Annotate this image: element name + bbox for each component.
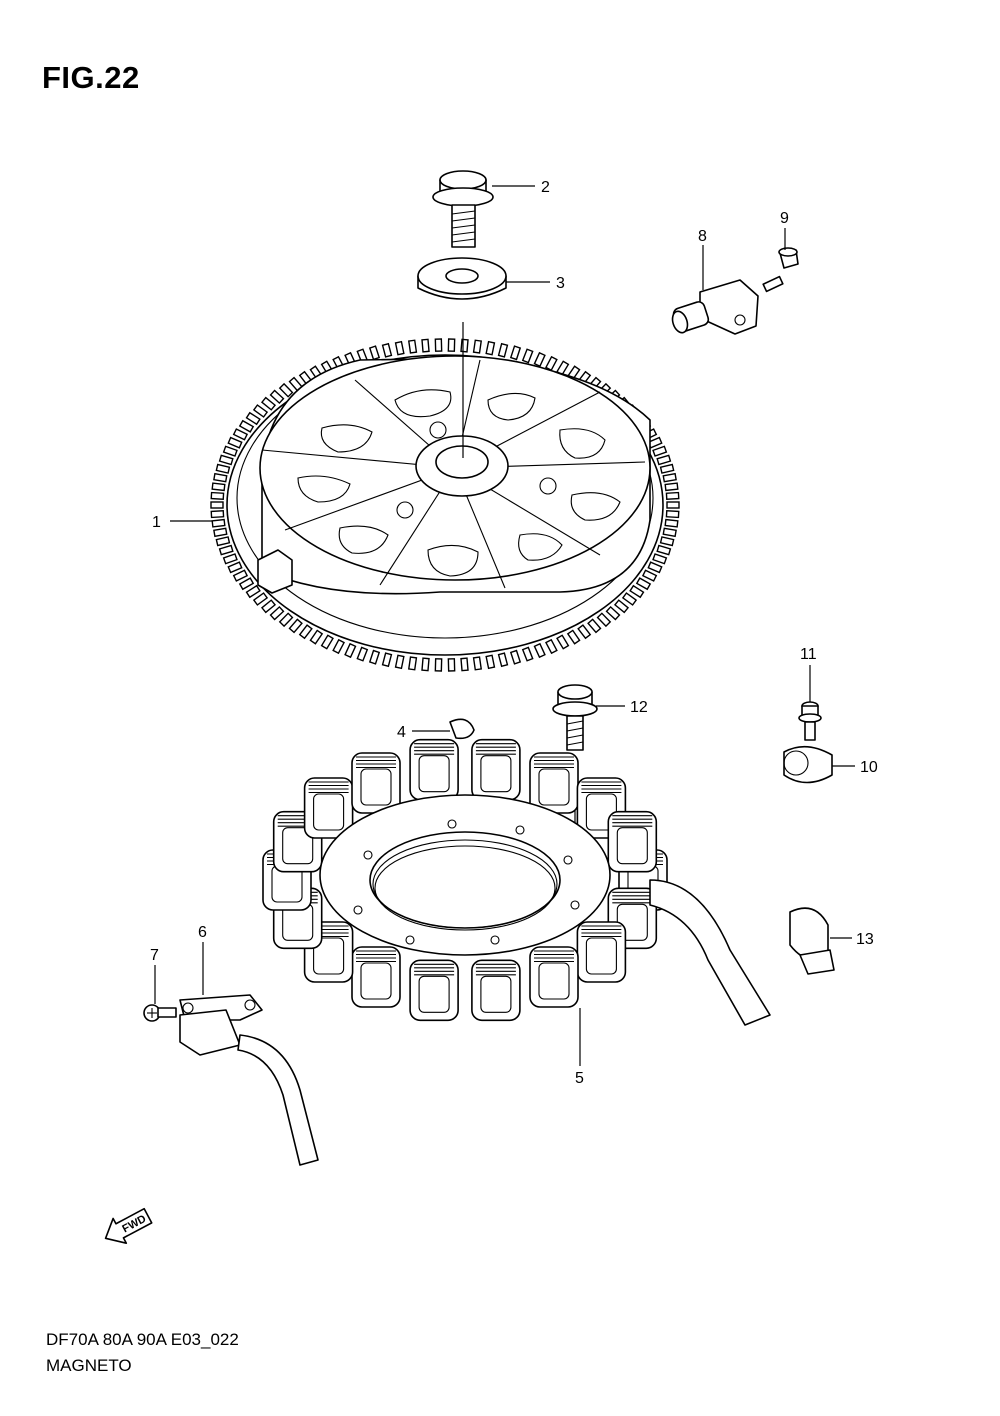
clamp-part — [783, 745, 833, 784]
model-code: DF70A 80A 90A E03_022 — [46, 1330, 239, 1349]
callout-12: 12 — [630, 699, 648, 716]
callout-5: 5 — [575, 1070, 584, 1087]
leader-lines — [154, 185, 855, 1066]
callout-3: 3 — [556, 275, 565, 292]
flywheel-part — [210, 338, 680, 672]
pulser-coil-part — [179, 994, 319, 1166]
stator-coil-windings — [262, 738, 668, 1022]
woodruff-key-part — [449, 718, 475, 740]
callout-6: 6 — [198, 924, 207, 941]
position-sensor-part — [671, 279, 759, 335]
callout-8: 8 — [698, 228, 707, 245]
fwd-direction-badge: FWD — [104, 1207, 153, 1244]
callout-11: 11 — [800, 646, 817, 663]
sensor-screw-part — [762, 247, 799, 293]
callout-13: 13 — [856, 931, 874, 948]
washer-part — [417, 257, 507, 300]
callout-1: 1 — [152, 514, 161, 531]
callout-2: 2 — [541, 179, 550, 196]
figure-title: FIG.22 — [42, 60, 140, 95]
stator-bolt-part — [552, 684, 598, 751]
section-name: MAGNETO — [46, 1356, 132, 1375]
clamp-bolt-part — [798, 701, 822, 741]
callout-7: 7 — [150, 947, 159, 964]
pulser-screw-part — [143, 1004, 177, 1022]
callout-9: 9 — [780, 210, 789, 227]
harness-clamp-part — [789, 907, 835, 975]
stator-coil-part — [262, 738, 771, 1026]
callout-4: 4 — [397, 724, 406, 741]
callout-10: 10 — [860, 759, 878, 776]
flywheel-bolt-part — [432, 170, 494, 248]
